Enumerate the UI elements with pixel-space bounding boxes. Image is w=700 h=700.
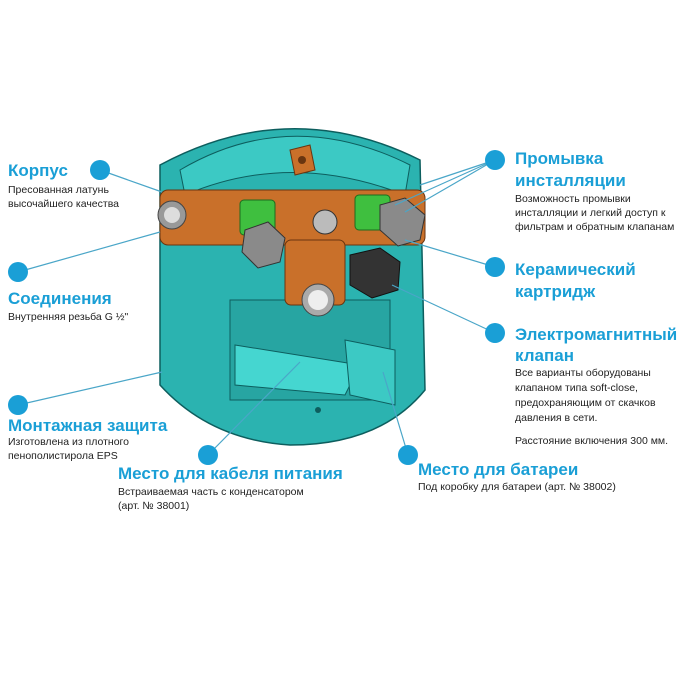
klapan-desc-4: давления в сети.	[515, 412, 598, 424]
klapan-title-1: Электромагнитный	[515, 325, 678, 344]
montazh-desc-1: Изготовлена из плотного	[8, 436, 129, 448]
promyvka-desc-3: фильтрам и обратным клапанам	[515, 221, 675, 233]
promyvka-title-2: инсталляции	[515, 171, 626, 190]
promyvka-title-1: Промывка	[515, 149, 604, 168]
kabel-title: Место для кабеля питания	[118, 464, 343, 483]
klapan-desc-2: клапаном типа soft-close,	[515, 382, 638, 394]
montazh-desc-2: пенополистирола EPS	[8, 450, 118, 462]
korpus-desc-1: Пресованная латунь	[8, 184, 109, 196]
soedineniya-title: Соединения	[8, 289, 112, 308]
callout-lines	[17, 159, 496, 456]
klapan-desc-3: предохраняющим от скачков	[515, 397, 656, 409]
klapan-desc-1: Все варианты оборудованы	[515, 367, 651, 379]
promyvka-desc-2: инсталляции и легкий доступ к	[515, 207, 666, 219]
kabel-desc-1: Встраиваемая часть с конденсатором	[118, 486, 304, 498]
montazh-title: Монтажная защита	[8, 416, 168, 435]
soedineniya-desc: Внутренняя резьба G ½"	[8, 311, 129, 323]
korpus-title: Корпус	[8, 161, 68, 180]
batareya-title: Место для батареи	[418, 460, 579, 479]
batareya-desc: Под коробку для батареи (арт. № 38002)	[418, 481, 616, 493]
klapan-title-2: клапан	[515, 346, 574, 365]
filter-caps	[239, 194, 426, 269]
kartridzh-title-2: картридж	[515, 282, 596, 301]
kabel-desc-2: (арт. № 38001)	[118, 500, 190, 512]
kartridzh-title-1: Керамический	[515, 260, 636, 279]
klapan-note: Расстояние включения 300 мм.	[515, 435, 669, 447]
solenoid-valve	[349, 247, 401, 299]
callout-dots	[8, 150, 505, 465]
korpus-desc-2: высочайшего качества	[8, 198, 119, 210]
promyvka-desc-1: Возможность промывки	[515, 193, 631, 205]
